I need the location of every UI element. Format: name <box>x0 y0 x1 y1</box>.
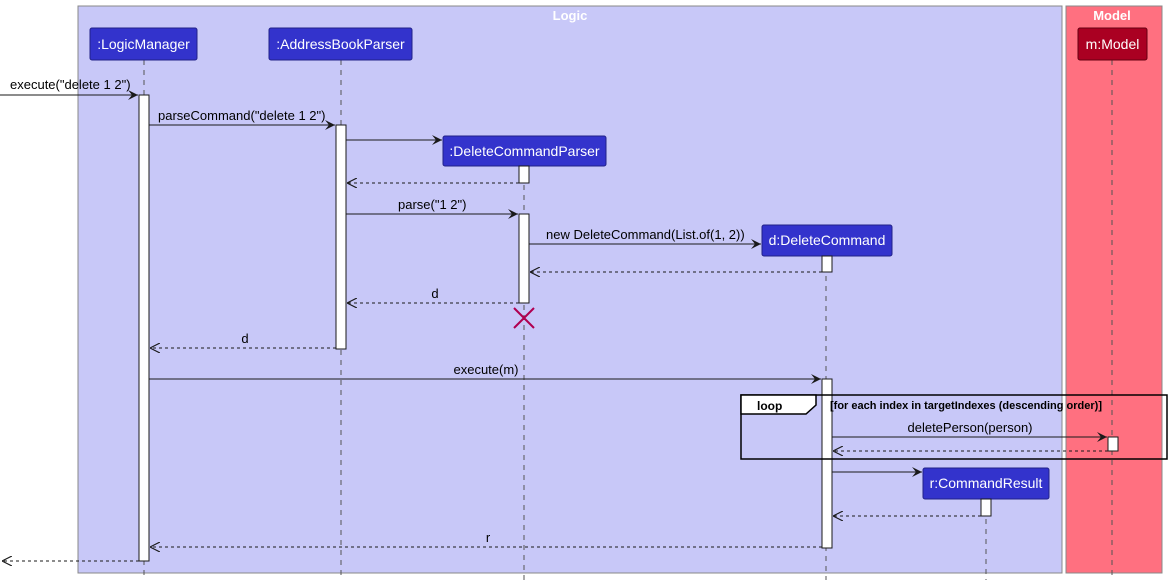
participant-address-book-parser <box>268 27 413 61</box>
participant-delete-command-parser-label: :DeleteCommandParser <box>449 143 600 159</box>
participant-model <box>1077 27 1148 61</box>
destroy-mark <box>513 307 535 329</box>
activation-delete-command-execute <box>821 378 833 549</box>
model-group-title: Model <box>1093 8 1131 23</box>
msg-delete-person-label: deletePerson(person) <box>907 420 1032 435</box>
loop-guard: [for each index in targetIndexes (descen… <box>830 400 1102 412</box>
msg-execute-m-label: execute(m) <box>453 362 518 377</box>
participant-delete-command-label: d:DeleteCommand <box>769 232 886 248</box>
msg-d-return-2-label: d <box>241 331 248 346</box>
logic-group <box>77 5 1063 574</box>
participant-command-result-label: r:CommandResult <box>930 475 1043 491</box>
msg-parse-command-label: parseCommand("delete 1 2") <box>158 108 325 123</box>
model-group <box>1065 5 1163 574</box>
msg-r-return-label: r <box>486 530 491 545</box>
loop-fragment-tab <box>740 394 817 415</box>
activation-model <box>1107 436 1119 452</box>
activation-address-book-parser <box>335 124 347 350</box>
participant-address-book-parser-label: :AddressBookParser <box>276 36 405 52</box>
activation-command-result <box>980 498 992 517</box>
msg-d-return-1-label: d <box>431 286 438 301</box>
activation-logic-manager <box>138 94 150 562</box>
activation-delete-command-parser-init <box>518 165 530 184</box>
msg-new-delete-command-label: new DeleteCommand(List.of(1, 2)) <box>546 227 745 242</box>
loop-fragment <box>740 394 1168 460</box>
activation-delete-command-parser-parse <box>518 213 530 304</box>
participant-logic-manager <box>89 27 198 61</box>
loop-keyword: loop <box>757 399 782 413</box>
participant-logic-manager-label: :LogicManager <box>97 36 190 52</box>
logic-group-title: Logic <box>553 8 588 23</box>
activation-delete-command-init <box>821 255 833 273</box>
msg-execute-label: execute("delete 1 2") <box>10 77 131 92</box>
participant-model-label: m:Model <box>1086 36 1140 52</box>
msg-parse-label: parse("1 2") <box>398 197 466 212</box>
